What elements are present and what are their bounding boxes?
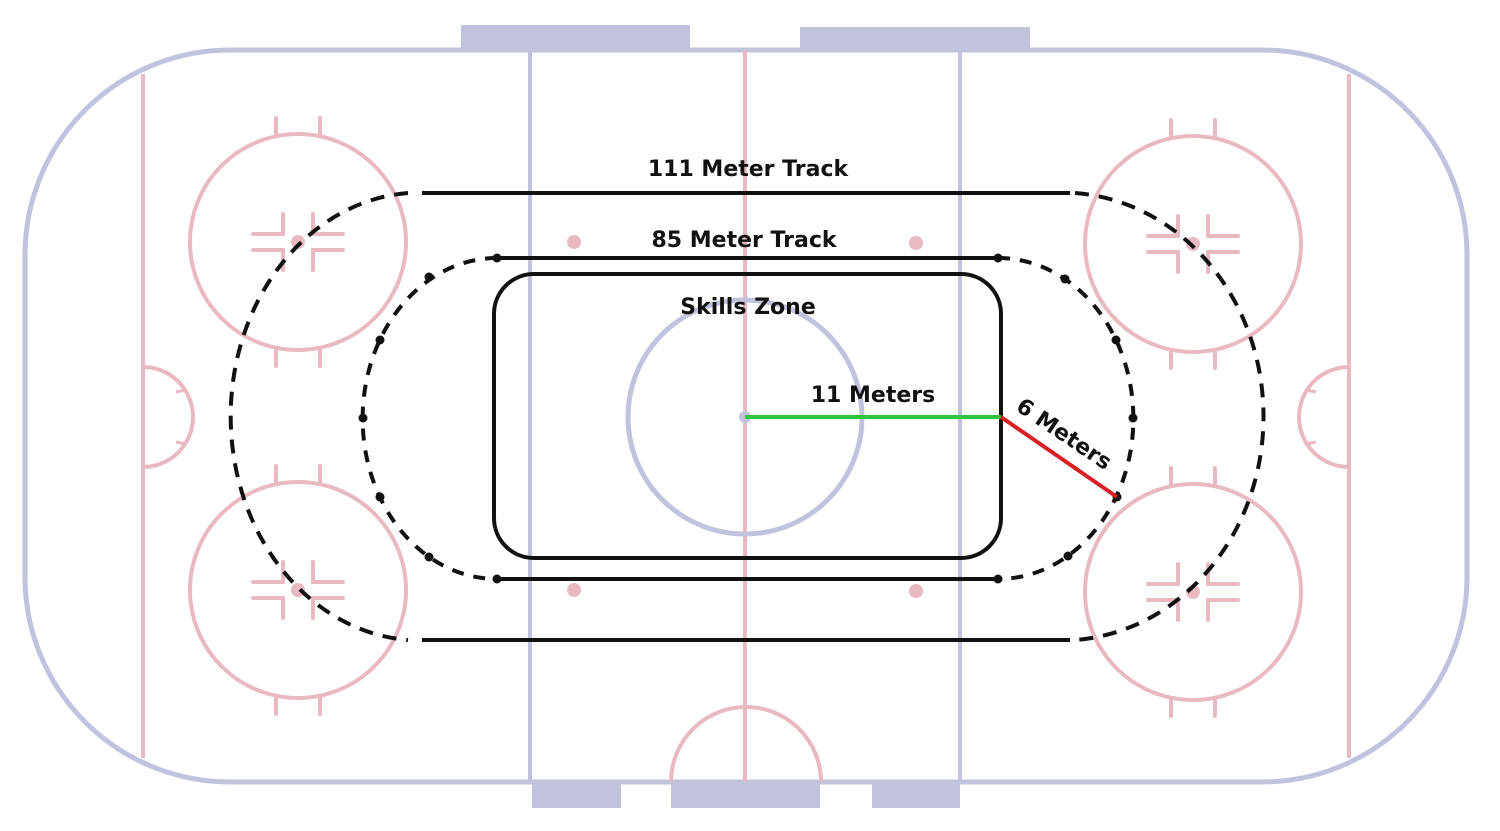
faceoff-circle <box>1083 482 1303 702</box>
label-111-meter-track: 111 Meter Track <box>648 157 850 182</box>
label-85-meter-track: 85 Meter Track <box>652 228 838 253</box>
referee-crease <box>669 705 823 783</box>
goal-crease-right <box>1297 365 1350 469</box>
label-11-meters: 11 Meters <box>811 383 935 408</box>
track-85-right-arc <box>997 256 1136 581</box>
penalty-box-right <box>872 782 960 808</box>
faceoff-circles <box>188 116 1303 718</box>
penalty-box-left <box>532 782 621 808</box>
goal-crease-left <box>142 365 195 469</box>
bench-top-left <box>461 25 690 50</box>
track-111-left-arc <box>228 191 409 642</box>
neutral-zone-dots <box>567 235 923 598</box>
faceoff-circle <box>188 132 408 352</box>
faceoff-circle <box>188 480 408 700</box>
benches <box>461 25 1030 808</box>
officials-box <box>671 782 820 808</box>
crease-marks <box>175 388 1317 446</box>
faceoff-dot <box>291 235 305 249</box>
faceoff-circle <box>1083 134 1303 354</box>
measure-6m-line <box>999 415 1119 499</box>
label-skills-zone: Skills Zone <box>680 295 816 320</box>
track-111 <box>228 191 1266 642</box>
track-111-right-arc <box>1074 191 1266 642</box>
